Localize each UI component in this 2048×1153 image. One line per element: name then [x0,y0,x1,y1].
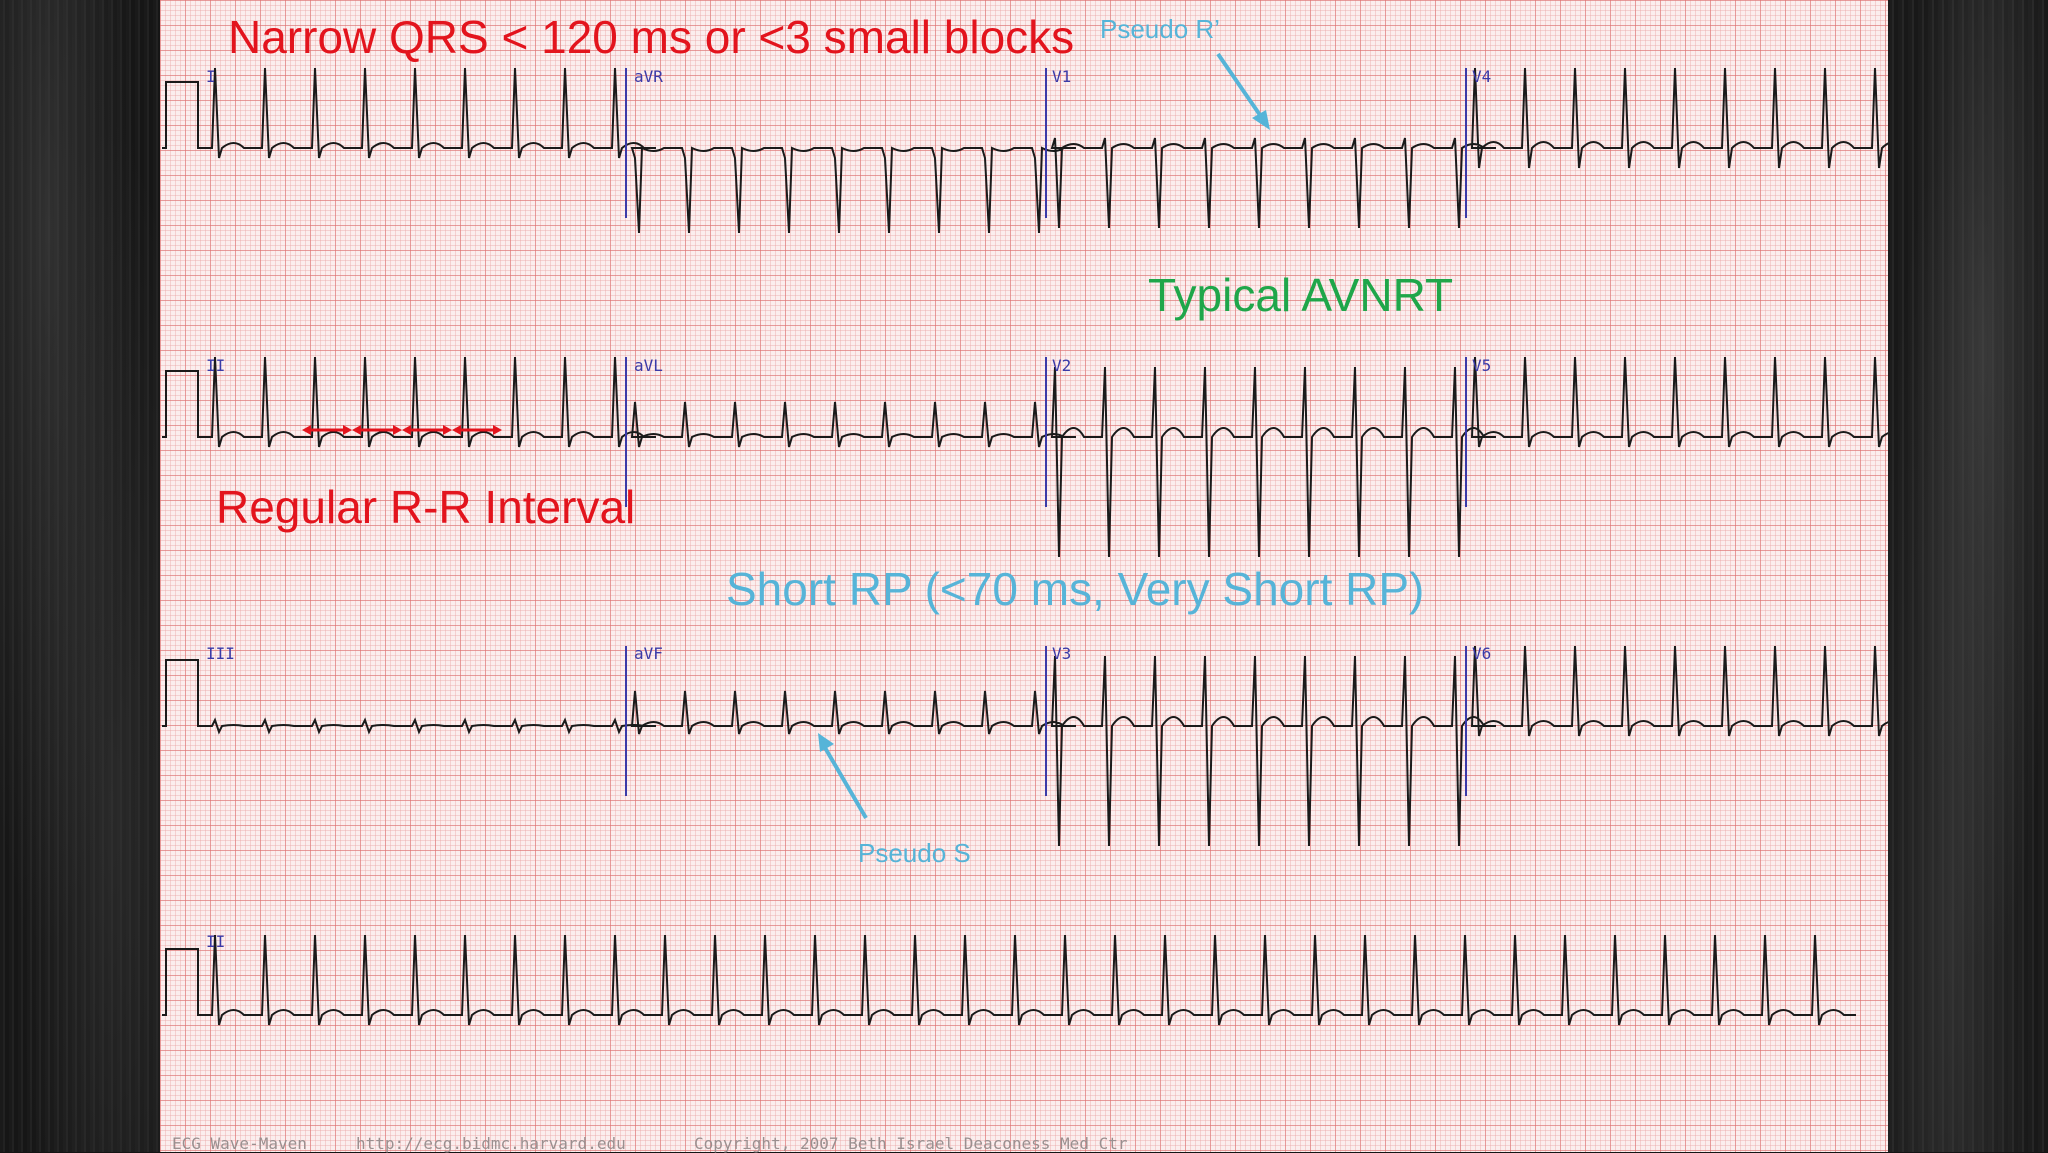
lead-label-aVR: aVR [634,67,663,86]
rr-interval-arrows [302,425,502,435]
lead-label-aVL: aVL [634,356,663,375]
dark-border-left [0,0,160,1152]
rr-arrowhead [443,425,452,435]
pseudo-r-annotation: Pseudo R’ [1100,14,1220,44]
typical-avnrt-annotation: Typical AVNRT [1148,269,1454,321]
pseudo-s-arrow [818,733,868,820]
pseudo-r-arrow [1216,52,1270,130]
lead-label-V5: V5 [1472,356,1491,375]
lead-label-V3: V3 [1052,644,1071,663]
ecg-trace-row [162,356,1888,558]
ecg-trace-row [162,67,1888,234]
ecg-trace-rhythm-strip [162,934,1856,1026]
footer-source: ECG Wave-Maven [172,1134,307,1153]
ecg-tracing: I aVR V1 V4 II aVL V2 V5 III aVF V3 V6 I… [162,52,1888,1026]
narrow-qrs-annotation: Narrow QRS < 120 ms or <3 small blocks [228,11,1075,63]
ecg-sheet: I aVR V1 V4 II aVL V2 V5 III aVF V3 V6 I… [160,0,1888,1152]
lead-label-V2: V2 [1052,356,1071,375]
lead-label-rhythm-II: II [206,932,225,951]
dark-border-right [1888,0,2048,1152]
ecg-trace-row [162,645,1888,847]
lead-label-II: II [206,356,225,375]
pseudo-s-annotation: Pseudo S [858,838,971,868]
lead-label-aVF: aVF [634,644,663,663]
lead-label-III: III [206,644,235,663]
rr-arrowhead [352,425,361,435]
footer-url: http://ecg.bidmc.harvard.edu [356,1134,626,1153]
regular-rr-annotation: Regular R-R Interval [216,481,636,533]
rr-arrowhead [452,425,461,435]
lead-label-V6: V6 [1472,644,1491,663]
rr-arrowhead [343,425,352,435]
lead-label-V1: V1 [1052,67,1071,86]
short-rp-annotation: Short RP (<70 ms, Very Short RP) [726,563,1425,615]
lead-label-V4: V4 [1472,67,1491,86]
rr-arrowhead [402,425,411,435]
rr-arrowhead [393,425,402,435]
footer-copyright: Copyright, 2007 Beth Israel Deaconess Me… [694,1134,1128,1153]
rr-arrowhead [493,425,502,435]
lead-label-I: I [206,67,216,86]
rr-arrowhead [302,425,311,435]
